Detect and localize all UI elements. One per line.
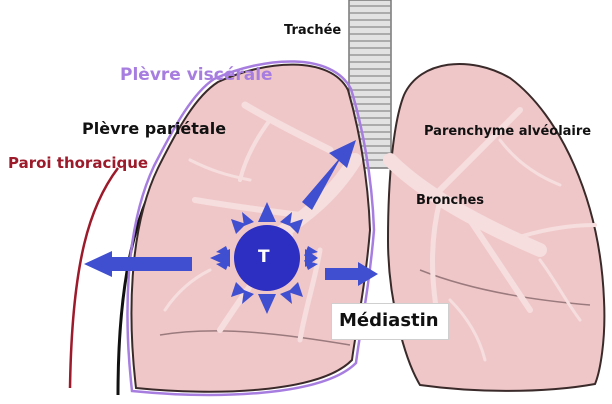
trachea-label: Trachée <box>284 24 341 37</box>
mediastinum-label: Médiastin <box>339 312 439 330</box>
parietal-pleura-label: Plèvre pariétale <box>82 121 226 137</box>
bronchi-label: Bronches <box>416 194 484 207</box>
parenchyma-label: Parenchyme alvéolaire <box>424 125 591 138</box>
tumor-label: T <box>258 249 270 266</box>
thoracic-wall-label: Paroi thoracique <box>8 156 148 171</box>
thoracic-wall-line <box>70 168 118 388</box>
visceral-pleura-label: Plèvre viscérale <box>120 67 273 84</box>
